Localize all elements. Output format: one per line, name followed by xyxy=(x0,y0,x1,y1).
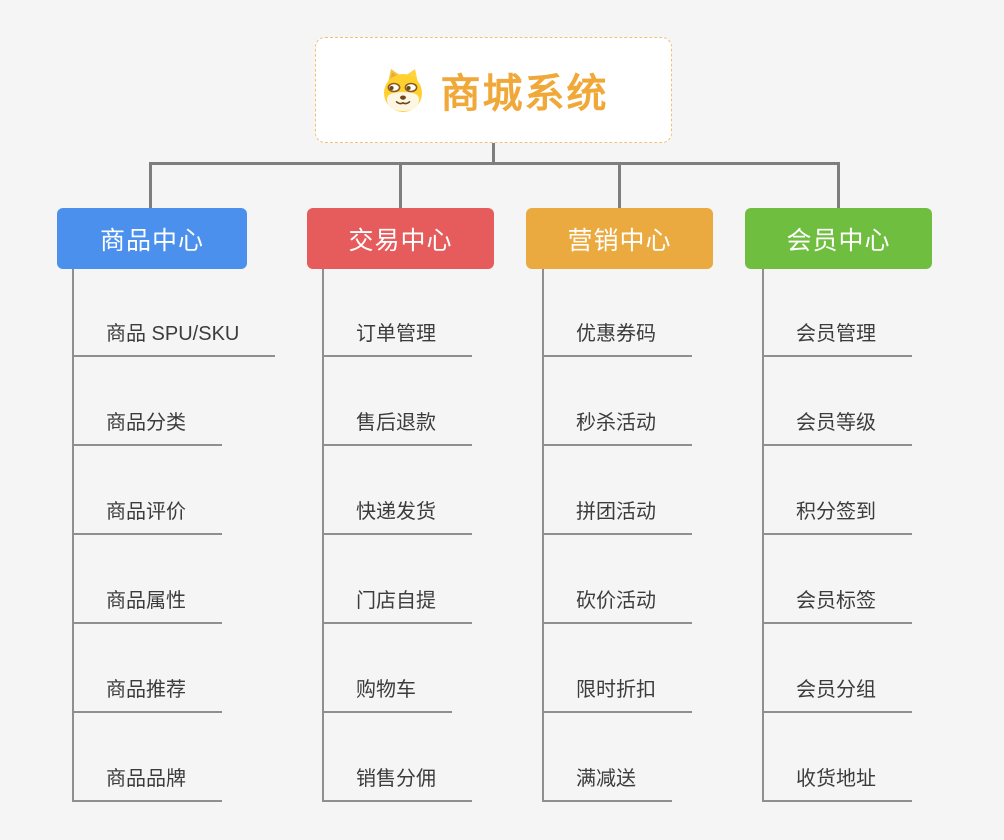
branch-spine-member xyxy=(762,269,764,802)
item-product-attribute[interactable]: 商品属性 xyxy=(72,587,222,624)
item-points-checkin[interactable]: 积分签到 xyxy=(762,498,912,535)
branch-spine-product xyxy=(72,269,74,802)
item-store-pickup[interactable]: 门店自提 xyxy=(322,587,472,624)
item-product-review[interactable]: 商品评价 xyxy=(72,498,222,535)
doge-icon xyxy=(383,69,422,112)
item-group-buy[interactable]: 拼团活动 xyxy=(542,498,692,535)
item-sales-commission[interactable]: 销售分佣 xyxy=(322,765,472,802)
branch-header-marketing-center[interactable]: 营销中心 xyxy=(526,208,713,269)
branch-header-product-center[interactable]: 商品中心 xyxy=(57,208,247,269)
item-flash-sale[interactable]: 秒杀活动 xyxy=(542,409,692,446)
connector-drop-marketing xyxy=(618,162,621,208)
connector-drop-member xyxy=(837,162,840,208)
connector-drop-product xyxy=(149,162,152,208)
item-order-management[interactable]: 订单管理 xyxy=(322,320,472,357)
branch-spine-trade xyxy=(322,269,324,802)
branch-header-trade-center[interactable]: 交易中心 xyxy=(307,208,494,269)
root-node[interactable]: 商城系统 xyxy=(315,37,672,143)
item-member-tag[interactable]: 会员标签 xyxy=(762,587,912,624)
item-member-management[interactable]: 会员管理 xyxy=(762,320,912,357)
item-express-delivery[interactable]: 快递发货 xyxy=(322,498,472,535)
item-member-group[interactable]: 会员分组 xyxy=(762,676,912,713)
item-coupon-code[interactable]: 优惠券码 xyxy=(542,320,692,357)
item-product-spu-sku[interactable]: 商品 SPU/SKU xyxy=(72,320,276,357)
item-member-level[interactable]: 会员等级 xyxy=(762,409,912,446)
item-product-recommend[interactable]: 商品推荐 xyxy=(72,676,222,713)
item-product-brand[interactable]: 商品品牌 xyxy=(72,765,222,802)
root-title: 商城系统 xyxy=(440,72,609,116)
connector-horizontal xyxy=(149,162,840,165)
item-full-reduction[interactable]: 满减送 xyxy=(542,765,672,802)
branch-spine-marketing xyxy=(542,269,544,802)
item-shopping-cart[interactable]: 购物车 xyxy=(322,676,452,713)
item-product-category[interactable]: 商品分类 xyxy=(72,409,222,446)
item-aftersale-refund[interactable]: 售后退款 xyxy=(322,409,472,446)
item-time-limited-discount[interactable]: 限时折扣 xyxy=(542,676,692,713)
item-shipping-address[interactable]: 收货地址 xyxy=(762,765,912,802)
connector-root-vertical xyxy=(492,142,495,163)
branch-header-member-center[interactable]: 会员中心 xyxy=(745,208,932,269)
item-bargain-activity[interactable]: 砍价活动 xyxy=(542,587,692,624)
connector-drop-trade xyxy=(399,162,402,208)
